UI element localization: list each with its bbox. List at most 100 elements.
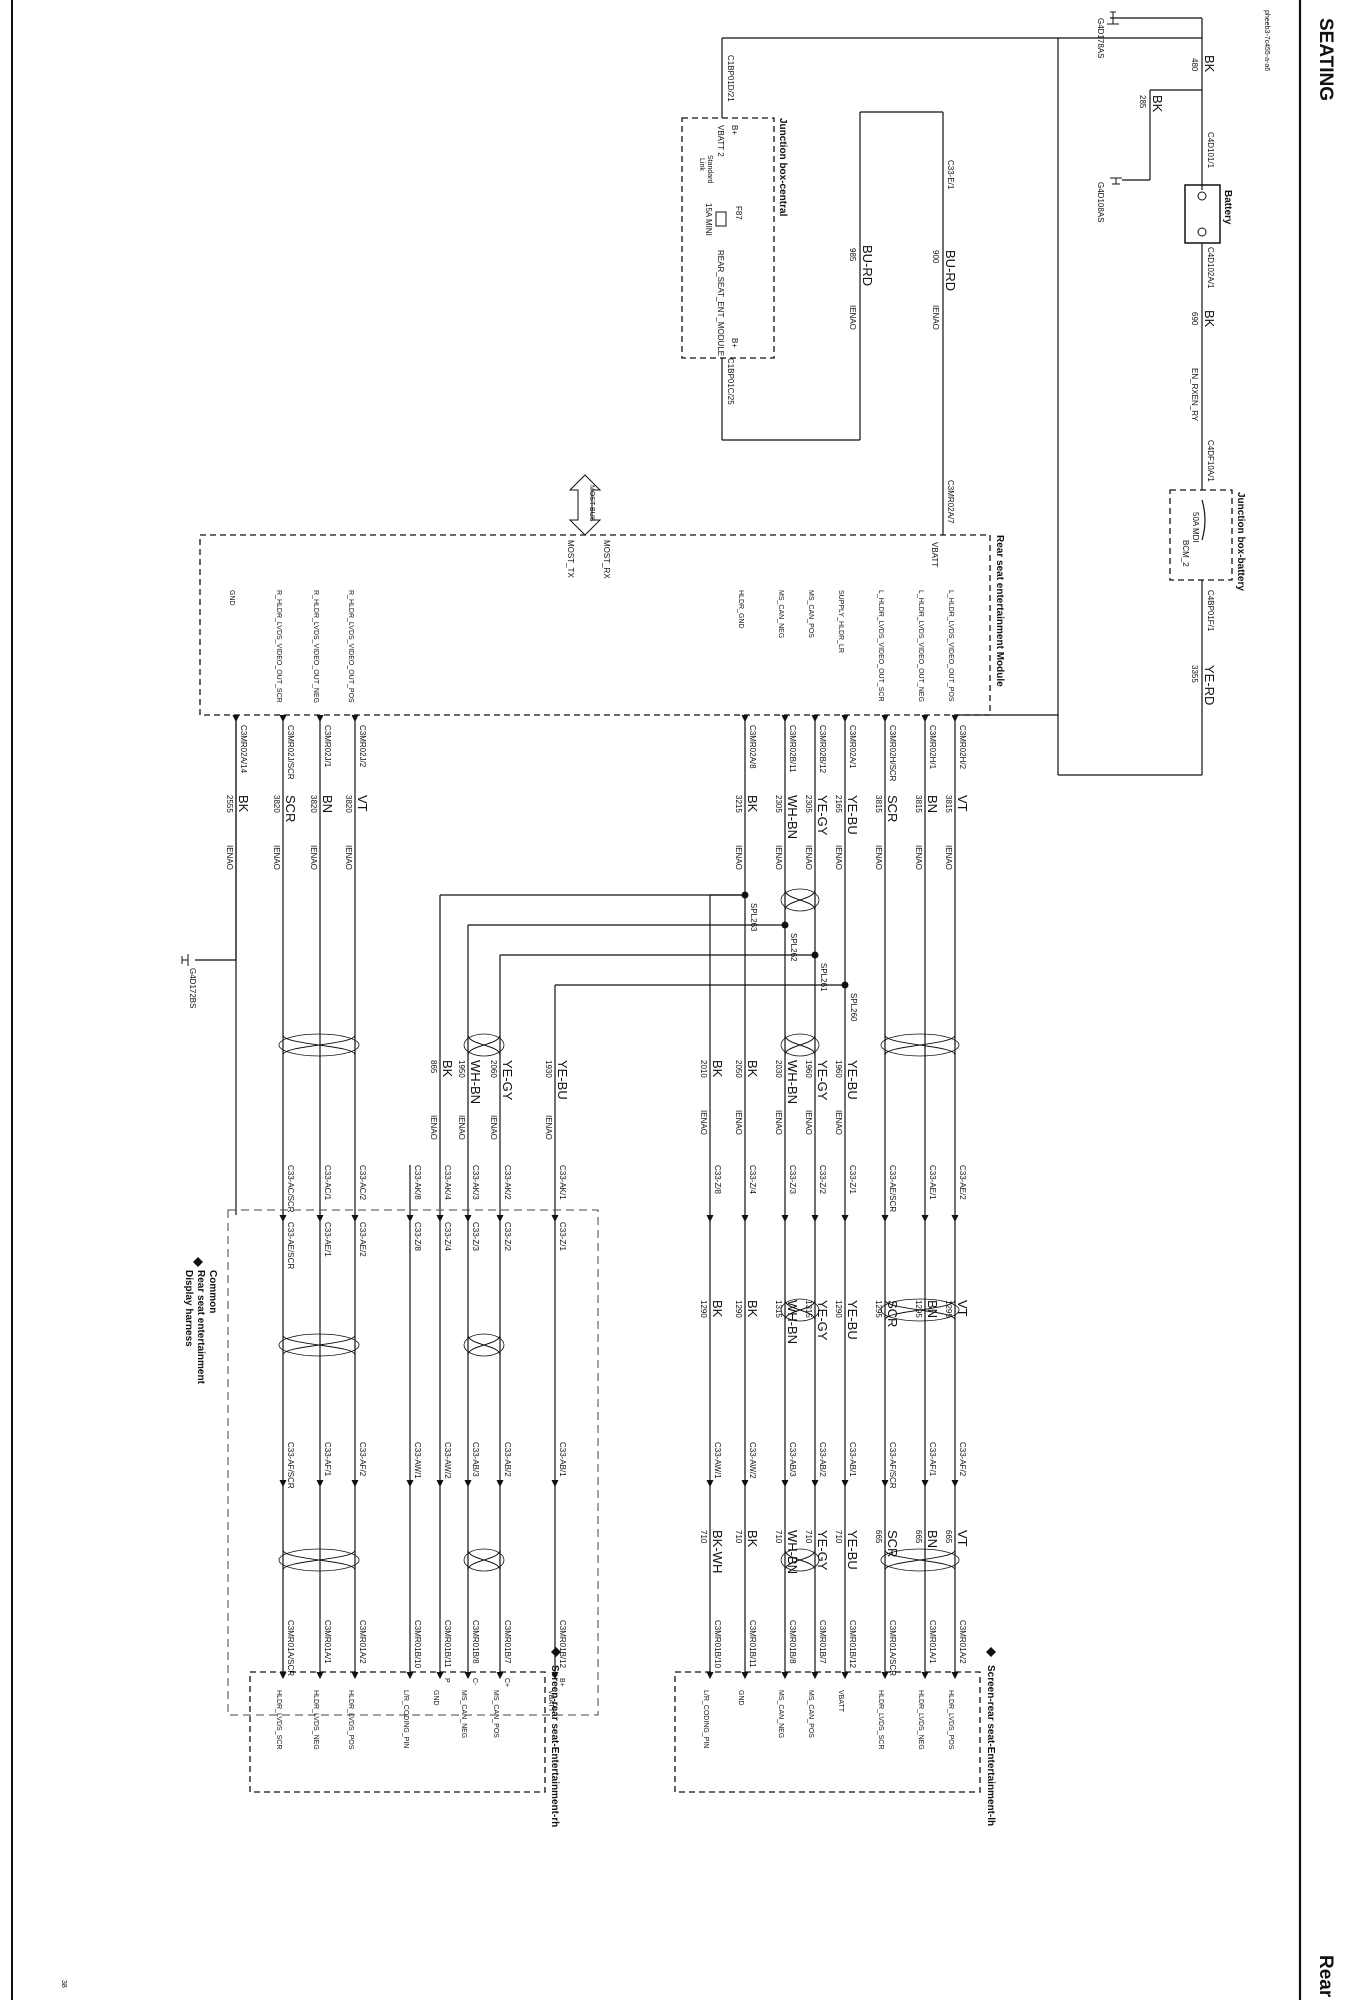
- module-pin-connector: C3MR02J/1: [323, 725, 332, 768]
- branch-connector-2: C33-Z/4: [443, 1222, 452, 1251]
- connector-pin-icon: [841, 714, 849, 723]
- module-pin-wire-size: 3815: [874, 795, 883, 813]
- lh-screen-pin: HLDR_LVDS_POS: [947, 1690, 954, 1750]
- connector-pin-icon: [436, 1671, 444, 1680]
- module-pin-wire-color: YE-GY: [815, 795, 830, 836]
- rh-run-connector-1: C33-AC/1: [323, 1165, 332, 1201]
- module-pin-signal: L_HLDR_LVDS_VIDEO_OUT_NEG: [917, 590, 924, 702]
- connector-pin-icon: [706, 1479, 714, 1488]
- lh-run-color-2: BK: [710, 1300, 725, 1318]
- module-pin-wire-note: IENAO: [914, 845, 923, 870]
- c33-e1-label: C33-E/1: [946, 160, 955, 190]
- branch-connector-3: C33-AB/1: [558, 1442, 567, 1477]
- module-pin-connector: C3MR02J/2: [358, 725, 367, 768]
- twisted-pair-icon: [282, 1549, 356, 1571]
- module-pin-connector: C3MR02A/14: [239, 725, 248, 774]
- connector-pin-icon: [921, 1214, 929, 1223]
- lh-run-color-3: WH-BN: [785, 1530, 800, 1574]
- connector-pin-icon: [406, 1671, 414, 1680]
- lh-screen-pin: MS_CAN_POS: [807, 1690, 814, 1738]
- module-pin-wire-size: 2305: [774, 795, 783, 813]
- common-note-2: Rear seat entertainment: [195, 1270, 206, 1385]
- harness-wire-note: IENAO: [699, 1110, 708, 1135]
- bu-rd-1-color: BU-RD: [943, 250, 958, 291]
- branch-wire-color: WH-BN: [468, 1060, 483, 1104]
- jb-central-in-conn: C1BP01D/21: [726, 55, 735, 102]
- connector-pin-icon: [811, 714, 819, 723]
- connector-pin-icon: [881, 714, 889, 723]
- module-pin-wire-size: 3215: [734, 795, 743, 813]
- connector-pin-icon: [921, 1671, 929, 1680]
- lh-run-color-3: BK: [745, 1530, 760, 1548]
- jb-battery-out-conn: C4BP01F/1: [1206, 590, 1215, 632]
- lh-run-size-2: 1315: [774, 1300, 783, 1318]
- twisted-pair-icon: [784, 1034, 816, 1056]
- connector-pin-icon: [811, 1479, 819, 1488]
- lh-run-color-2: VT: [955, 1300, 970, 1317]
- lh-run-connector-3: C33-AF/SCR: [888, 1442, 897, 1489]
- diamond-icon: [986, 1647, 996, 1657]
- lh-run-size-3: 665: [944, 1530, 953, 1544]
- branch-wire-color: YE-GY: [500, 1060, 515, 1101]
- connector-pin-icon: [741, 1479, 749, 1488]
- module-pin-wire-size: 2165: [834, 795, 843, 813]
- branch-connector-1: C33-AK/3: [471, 1165, 480, 1200]
- branch-connector-2: C33-Z/1: [558, 1222, 567, 1251]
- rh-screen-pin: VBATT: [547, 1690, 554, 1713]
- lh-run-size-3: 710: [834, 1530, 843, 1544]
- module-pin-signal: L_HLDR_LVDS_VIDEO_OUT_SCR: [877, 590, 884, 702]
- rse-module-title: Rear seat entertainment Module: [994, 535, 1005, 687]
- branch-connector-end: C3MR01B/10: [413, 1620, 422, 1669]
- rh-run-connector-end: C3MR01A/SCR: [286, 1620, 295, 1676]
- connector-pin-icon: [811, 1214, 819, 1223]
- connector-neg: C4D101/1: [1206, 132, 1215, 169]
- ground-icon: [1110, 177, 1122, 185]
- rh-screen-pin: HLDR_LVDS_POS: [347, 1690, 354, 1750]
- module-pin-connector: C3MR02B/12: [818, 725, 827, 774]
- rh-screen-pin-type: B+: [558, 1678, 565, 1687]
- twisted-pair-icon: [780, 888, 820, 912]
- module-pin-wire-color: SCR: [283, 795, 298, 822]
- module-pin-connector: C3MR02B/11: [788, 725, 797, 773]
- rh-screen-pin: HLDR_LVDS_NEG: [312, 1690, 319, 1750]
- jb-central-bplus2: B+: [730, 338, 739, 348]
- lh-run-connector-1: C33-AE/2: [958, 1165, 967, 1200]
- branch-connector-1: C33-AK/1: [558, 1165, 567, 1200]
- connector-pin-icon: [781, 1214, 789, 1223]
- module-pin-signal: GND: [228, 590, 235, 606]
- lh-run-color-3: BN: [925, 1530, 940, 1548]
- lh-run-color-2: BN: [925, 1300, 940, 1318]
- wire-ground-color: BK: [1150, 95, 1165, 113]
- connector-pin-icon: [316, 1671, 324, 1680]
- lh-run-connector-end: C3MR01A/2: [958, 1620, 967, 1664]
- twisted-pair-icon: [463, 1333, 505, 1357]
- rh-run-connector-2: C33-AE/2: [358, 1222, 367, 1257]
- rse-vbatt-conn: C3MR02A/7: [946, 480, 955, 524]
- jb-central-fuse-rating: 15A MINI: [704, 203, 713, 236]
- module-pin-wire-color: YE-BU: [845, 795, 860, 835]
- connector-pin-icon: [464, 1479, 472, 1488]
- lh-run-connector-3: C33-AB/3: [788, 1442, 797, 1477]
- lh-run-size-2: 1315: [804, 1300, 813, 1318]
- module-pin-signal: R_HLDR_LVDS_VIDEO_OUT_NEG: [312, 590, 319, 703]
- lh-screen-pin: HLDR_LVDS_SCR: [877, 1690, 884, 1749]
- module-pin-signal: HLDR_GND: [737, 590, 744, 629]
- connector-pin-icon: [551, 1214, 559, 1223]
- module-pin-wire-size: 3820: [344, 795, 353, 813]
- splice-label: SPL262: [789, 933, 798, 962]
- connector-pin-icon: [351, 1671, 359, 1680]
- module-pin-signal: SUPPLY_HLDR_LR: [837, 590, 844, 653]
- branch-connector-2: C33-Z/8: [413, 1222, 422, 1251]
- module-pin-wire-note: IENAO: [309, 845, 318, 870]
- connector-pin-icon: [351, 1214, 359, 1223]
- twisted-pair-icon: [880, 1033, 960, 1057]
- rh-screen-pin-type: C-: [471, 1678, 478, 1686]
- jb-central-bplus1: B+: [730, 125, 739, 135]
- lh-run-connector-end: C3MR01B/10: [713, 1620, 722, 1669]
- branch-wire-size: 2060: [489, 1060, 498, 1078]
- harness-wire-size: 2010: [699, 1060, 708, 1078]
- twisted-pair-icon: [780, 1548, 820, 1572]
- wire-top-color: BK: [1202, 55, 1217, 73]
- connector-pin-icon: [406, 1479, 414, 1488]
- rh-screen-pin: HLDR_LVDS_SCR: [275, 1690, 282, 1749]
